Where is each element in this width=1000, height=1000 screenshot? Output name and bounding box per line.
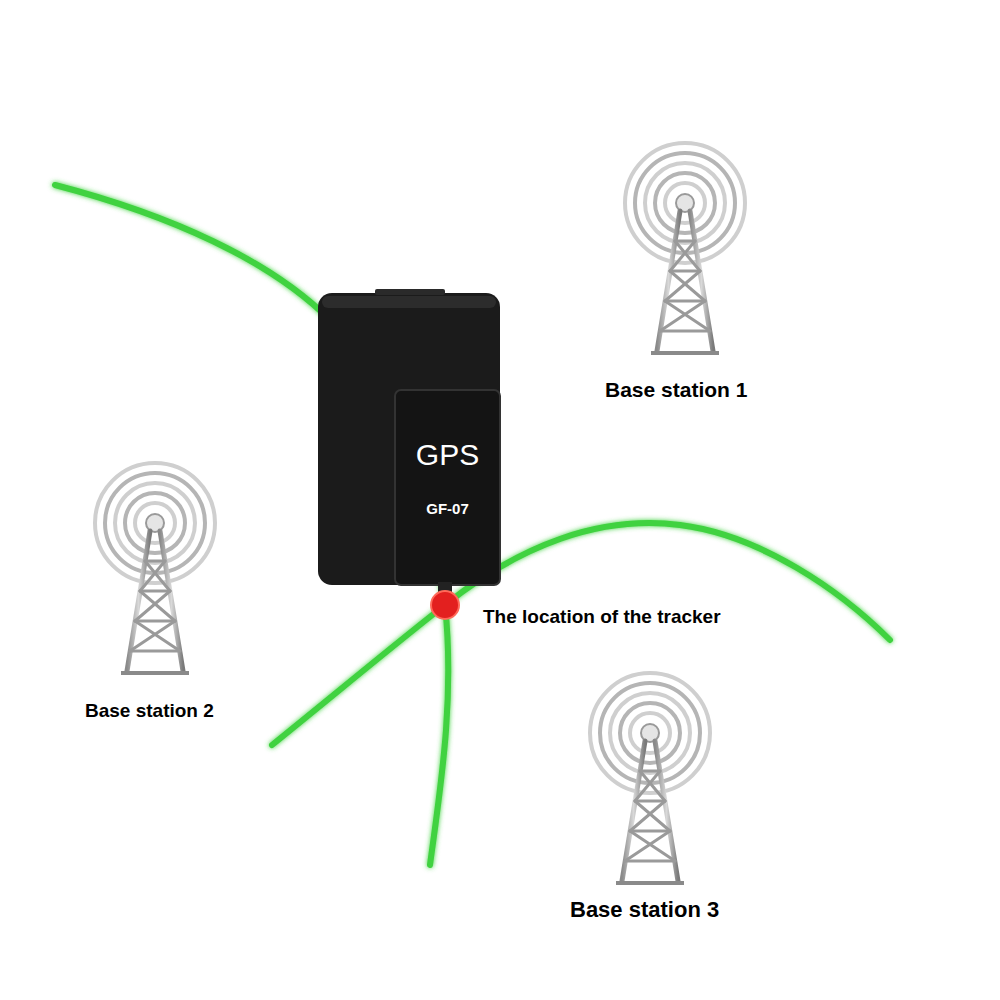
tracker-dot xyxy=(431,591,459,619)
station-label: The location of the tracker xyxy=(483,606,721,628)
tower-icon xyxy=(590,673,710,883)
station-label: Base station 3 xyxy=(570,897,719,923)
device-panel: GPS GF-07 xyxy=(395,390,500,585)
station-label: Base station 1 xyxy=(605,378,747,402)
device-brand: GPS xyxy=(416,438,479,472)
tower-icon xyxy=(95,463,215,673)
model-number: GF-07 xyxy=(426,500,469,517)
range-curve xyxy=(55,185,890,865)
tower-icon xyxy=(625,143,745,353)
station-label: Base station 2 xyxy=(85,700,214,722)
tracker-device xyxy=(318,289,500,592)
